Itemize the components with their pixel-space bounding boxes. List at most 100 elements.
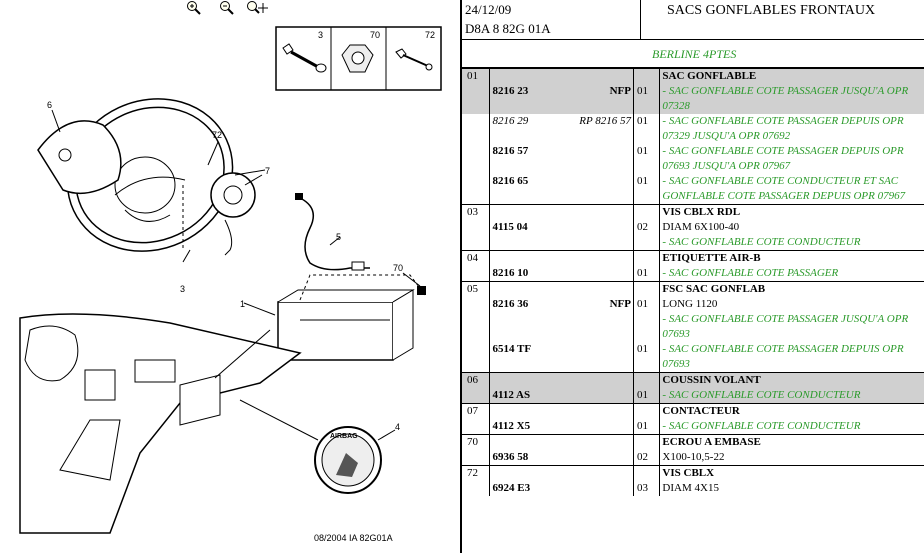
group-cell: [462, 114, 491, 144]
quantity-value: 02: [636, 221, 648, 233]
part-reference: 8216 57: [492, 145, 529, 157]
page-title: SACS GONFLABLES FRONTAUX: [667, 3, 876, 18]
group-cell: 70: [462, 434, 491, 466]
part-reference: 8216 10: [492, 267, 529, 279]
quantity-value: 01: [636, 420, 648, 432]
callout-7: 7: [265, 166, 270, 176]
part-note: - SAC GONFLABLE COTE CONDUCTEUR: [662, 389, 861, 401]
panel-divider: [460, 0, 462, 553]
part-description: VIS CBLX: [662, 467, 715, 479]
callout-3: 3: [180, 284, 185, 294]
quantity-value: 01: [636, 298, 648, 310]
callout-4: 4: [395, 422, 400, 432]
callout-6: 6: [47, 100, 52, 110]
reference-cell: 8216 65: [489, 174, 634, 205]
group-cell: [462, 174, 491, 205]
quantity-cell: 01: [633, 174, 661, 205]
reference-cell: 6514 TF: [489, 342, 634, 373]
quantity-cell: 01: [633, 342, 661, 373]
part-reference: 4115 04: [492, 221, 528, 233]
reference-cell: 6924 E3: [489, 465, 634, 496]
callout-70-box: 70: [370, 30, 380, 40]
part-description: CONTACTEUR: [662, 405, 740, 417]
callout-72: 72: [212, 130, 222, 140]
quantity-cell: 01: [633, 281, 661, 342]
part-reference: 8216 65: [492, 175, 529, 187]
part-dimension: DIAM 6X100-40: [662, 221, 740, 233]
quantity-cell: 01: [633, 403, 661, 435]
quantity-cell: 01: [633, 144, 661, 174]
part-reference: 6936 58: [492, 451, 529, 463]
part-reference: 6924 E3: [492, 482, 531, 494]
part-description: SAC GONFLABLE: [662, 70, 757, 82]
quantity-value: 02: [636, 451, 648, 463]
part-dimension: X100-10,5-22: [662, 451, 725, 463]
group-cell: 72: [462, 465, 491, 496]
diagram-footer: 08/2004 IA 82G01A: [314, 533, 393, 543]
callout-5: 5: [336, 232, 341, 242]
callout-1: 1: [240, 299, 245, 309]
callout-70: 70: [393, 263, 403, 273]
group-cell: 07: [462, 403, 491, 435]
zoom-fit-icon[interactable]: [246, 0, 268, 16]
description-cell: ETIQUETTE AIR-B - SAC GONFLABLE COTE PASS…: [659, 250, 924, 282]
reference-cell: 4112 X5: [489, 403, 634, 435]
reference-cell: 8216 57: [489, 144, 634, 174]
replacement-ref: RP 8216 57: [579, 115, 631, 127]
part-note: - SAC GONFLABLE COTE CONDUCTEUR: [662, 420, 861, 432]
parts-diagram-panel: AIRBAG 6 72 7 5 70 1 4 3 3 70 72 08/2: [0, 0, 460, 553]
quantity-value: 01: [636, 389, 648, 401]
reference-cell: 4112 AS: [489, 372, 634, 404]
quantity-cell: 02: [633, 204, 661, 251]
callout-72-box: 72: [425, 30, 435, 40]
description-cell: CONTACTEUR - SAC GONFLABLE COTE CONDUCTEU…: [659, 403, 924, 435]
quantity-cell: 01: [633, 68, 661, 114]
part-description: FSC SAC GONFLAB: [662, 283, 766, 295]
part-note: - SAC GONFLABLE COTE PASSAGER DEPUIS OPR…: [662, 115, 904, 142]
part-reference: 4112 AS: [492, 389, 531, 401]
zoom-in-icon[interactable]: [186, 0, 202, 16]
part-dimension: LONG 1120: [662, 298, 718, 310]
title-box: SACS GONFLABLES FRONTAUX: [640, 0, 924, 39]
group-cell: [462, 144, 491, 174]
reference-cell: 8216 10: [489, 250, 634, 282]
part-reference: 4112 X5: [492, 420, 531, 432]
part-description: ETIQUETTE AIR-B: [662, 252, 761, 264]
zoom-out-icon[interactable]: [219, 0, 235, 16]
quantity-cell: 01: [633, 250, 661, 282]
part-reference: 6514 TF: [492, 343, 532, 355]
quantity-value: 01: [636, 267, 648, 279]
description-cell: - SAC GONFLABLE COTE PASSAGER DEPUIS OPR…: [660, 114, 924, 144]
reference-cell: 4115 04: [489, 204, 634, 251]
part-dimension: DIAM 4X15: [662, 482, 719, 494]
quantity-cell: 03: [633, 465, 661, 496]
part-note: - SAC GONFLABLE COTE PASSAGER: [662, 267, 839, 279]
callout-3-box: 3: [318, 30, 323, 40]
group-cell: 04: [462, 250, 491, 282]
subtitle: BERLINE 4PTES: [652, 47, 737, 61]
description-cell: SAC GONFLABLE- SAC GONFLABLE COTE PASSAG…: [659, 68, 924, 114]
quantity-cell: 01: [633, 114, 661, 144]
nfp-flag: NFP: [609, 298, 631, 310]
part-description: COUSSIN VOLANT: [662, 374, 761, 386]
